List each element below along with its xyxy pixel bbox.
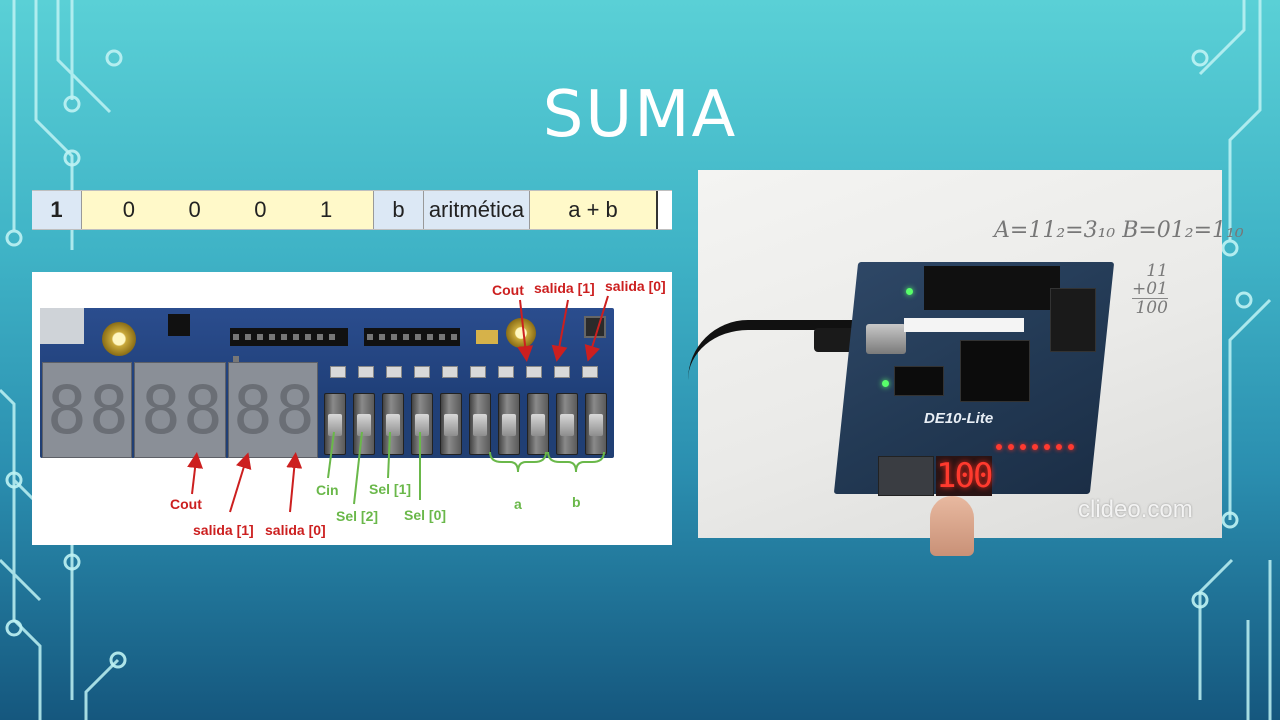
board-photo: A=11₂=3₁₀ B=01₂=1₁₀ 11 +01 100 DE10-Lite… [688,170,1244,556]
operation-type-cell: aritmética [424,191,530,229]
jumper [476,330,498,344]
seven-seg-display: 8 8 [228,362,318,458]
seven-seg-display: 8 8 [42,362,132,458]
operation-cell: a + b [530,191,658,229]
label-sel2: Sel [2] [336,508,379,524]
seven-seg-display [878,456,934,496]
label-a: a [514,496,522,512]
label-salida1: salida [1] [193,522,254,538]
led [358,366,374,378]
slide-switch [324,393,346,455]
usb-cable [688,320,888,380]
seven-seg-digit: 8 [47,372,87,449]
red-led [1020,444,1026,450]
slide-switch [498,393,520,455]
sum-line: +01 [1132,279,1168,299]
chip [168,314,190,336]
power-connector [40,308,84,344]
handwritten-sum: 11 +01 100 [1132,262,1168,317]
usb-plug [866,324,906,354]
bit-value: 0 [254,197,267,222]
label-cin: Cin [316,482,339,498]
label-sel0: Sel [0] [404,507,447,523]
slide-switch [382,393,404,455]
bit-value: 0 [122,197,135,222]
bit-value: 1 [320,197,333,222]
led [526,366,542,378]
seven-seg-digit: 8 [183,372,223,449]
slide-switch [411,393,433,455]
status-led [882,380,889,387]
seven-seg-display: 8 8 [134,362,226,458]
display-readout: 100 [936,456,993,496]
seven-seg-digit: 8 [141,372,181,449]
mounting-hole [102,322,136,356]
gpio-header [924,266,1060,310]
button [584,316,606,338]
slide-switch [527,393,549,455]
red-led [1044,444,1050,450]
mounting-hole [506,318,536,348]
led [386,366,402,378]
slide-switch [353,393,375,455]
red-led [1068,444,1074,450]
empty-cell [658,191,672,229]
led [442,366,458,378]
bit-value: 0 [188,197,201,222]
operand-cell: b [374,191,424,229]
pin-header [230,328,348,362]
red-led [1032,444,1038,450]
vga-connector [1050,288,1096,352]
slide-switch [440,393,462,455]
sum-line: 100 [1132,298,1168,317]
slide-title: SUMA [542,78,738,152]
sum-line: 11 [1146,261,1168,281]
led [470,366,486,378]
label-salida0-top: salida [0] [605,278,666,294]
selector-bits-cell: 0 0 0 1 [82,191,374,229]
label-salida0: salida [0] [265,522,326,538]
seven-seg-digit: 8 [275,372,315,449]
row-index-cell: 1 [32,191,82,229]
slide-switch [585,393,607,455]
fpga-chip [960,340,1030,402]
label-salida1-top: salida [1] [534,280,595,296]
board-sticker [904,318,1024,332]
label-sel1: Sel [1] [369,481,412,497]
label-cout: Cout [170,496,202,512]
truth-table-row: 1 0 0 0 1 b aritmética a + b [32,190,672,230]
board-brand-label: DE10-Lite [924,410,994,427]
led [414,366,430,378]
slide-switch [556,393,578,455]
pcb-board-image: 8 8 8 8 8 8 [40,308,614,458]
red-led [996,444,1002,450]
led [330,366,346,378]
slide-switch [469,393,491,455]
led [582,366,598,378]
seven-seg-digit: 8 [89,372,129,449]
led [498,366,514,378]
handwritten-equation: A=11₂=3₁₀ B=01₂=1₁₀ [994,218,1244,243]
pin-header [364,328,460,346]
label-b: b [572,494,581,510]
red-led [1056,444,1062,450]
power-led [906,288,913,295]
seven-seg-digit: 8 [233,372,273,449]
red-led [1008,444,1014,450]
chip [894,366,944,396]
led [554,366,570,378]
board-diagram: 8 8 8 8 8 8 [32,272,672,545]
label-cout-top: Cout [492,282,524,298]
finger [930,496,974,556]
watermark: clideo.com [1078,496,1193,523]
